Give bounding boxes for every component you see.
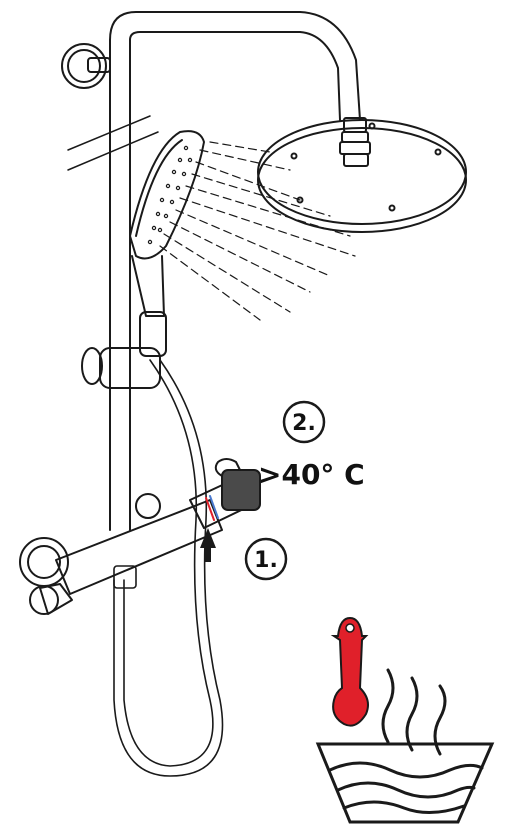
step-2-label: 2.: [292, 411, 316, 436]
shower-hose: [113, 359, 224, 777]
thermometer-icon: [330, 616, 369, 727]
push-arrow-icon: [200, 528, 216, 562]
wall-hatch: [67, 115, 159, 171]
slide-holder: [81, 311, 167, 389]
step-1-label: 1.: [254, 548, 278, 573]
hand-shower: [129, 130, 205, 317]
rain-shower-head: [257, 117, 467, 233]
water-spray: [159, 141, 356, 321]
thermostatic-mixer: [19, 473, 259, 615]
wall-bracket-top: [61, 43, 111, 89]
step-2-badge: 2.: [282, 400, 326, 444]
temperature-label: >40° C: [258, 458, 365, 491]
step-1-badge: 1.: [244, 537, 288, 581]
riser-pipe: [109, 11, 361, 531]
hot-water-bowl-icon: [315, 668, 495, 824]
temperature-handle: [214, 458, 261, 511]
